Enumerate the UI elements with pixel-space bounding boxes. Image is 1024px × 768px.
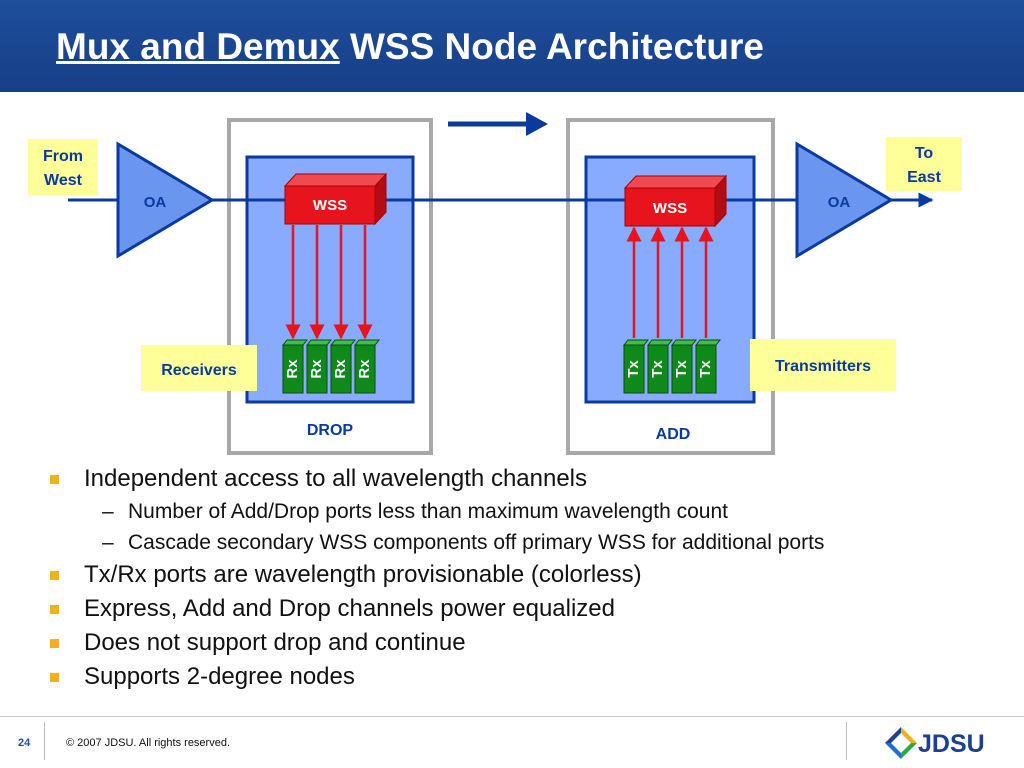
dash-marker: – xyxy=(102,531,114,554)
bullet-item: Independent access to all wavelength cha… xyxy=(46,462,1006,496)
copyright-text: © 2007 JDSU. All rights reserved. xyxy=(66,737,231,749)
bullet-item: Express, Add and Drop channels power equ… xyxy=(46,592,1006,626)
svg-text:Tx: Tx xyxy=(673,360,690,378)
svg-text:West: West xyxy=(44,172,83,189)
bullet-list: Independent access to all wavelength cha… xyxy=(46,462,1006,694)
svg-text:Receivers: Receivers xyxy=(161,362,237,379)
bullet-item: Tx/Rx ports are wavelength provisionable… xyxy=(46,558,1006,592)
svg-text:Tx: Tx xyxy=(649,360,666,378)
rx-port: Rx xyxy=(281,339,309,394)
drop-channel-arrows xyxy=(285,225,373,340)
tx-port: Tx xyxy=(670,339,698,394)
drop-label: DROP xyxy=(307,422,354,439)
from-west-callout: From West xyxy=(28,139,98,195)
wss-add-block: WSS xyxy=(623,174,728,228)
wss-node-diagram: OA OA WSS WSS Rx Rx R xyxy=(28,112,962,455)
svg-text:Rx: Rx xyxy=(308,359,325,379)
add-label: ADD xyxy=(656,426,691,443)
sub-bullet-item: –Number of Add/Drop ports less than maxi… xyxy=(46,496,1006,527)
rx-port: Rx xyxy=(305,339,333,394)
bullet-item: Does not support drop and continue xyxy=(46,626,1006,660)
tx-port: Tx xyxy=(622,339,650,394)
to-east-callout: To East xyxy=(886,137,962,191)
wss-drop-label: WSS xyxy=(313,197,347,214)
title-underlined: Mux and Demux xyxy=(56,26,340,67)
svg-text:To: To xyxy=(915,145,934,162)
amplifier-east-label: OA xyxy=(828,194,851,211)
svg-text:Tx: Tx xyxy=(625,360,642,378)
amplifier-west-icon xyxy=(116,141,215,259)
amplifier-west-label: OA xyxy=(144,194,167,211)
transmitters-callout: Transmitters xyxy=(750,339,896,391)
amplifier-east-icon xyxy=(795,141,894,259)
slide-title: Mux and Demux WSS Node Architecture xyxy=(56,26,764,68)
svg-text:Tx: Tx xyxy=(697,360,714,378)
add-channel-arrows xyxy=(626,226,714,338)
tx-port: Tx xyxy=(646,339,674,394)
jdsu-logo-icon xyxy=(885,727,917,759)
wss-add-label: WSS xyxy=(653,200,687,217)
bullet-item: Supports 2-degree nodes xyxy=(46,660,1006,694)
direction-arrow-icon xyxy=(448,112,548,136)
svg-text:East: East xyxy=(907,169,941,186)
footer-divider xyxy=(0,716,1024,717)
wss-drop-block: WSS xyxy=(283,172,388,226)
svg-text:Rx: Rx xyxy=(332,359,349,379)
svg-text:From: From xyxy=(43,148,83,165)
footer-separator xyxy=(846,722,847,760)
svg-text:Rx: Rx xyxy=(284,359,301,379)
sub-bullet-item: –Cascade secondary WSS components off pr… xyxy=(46,527,1006,558)
svg-text:Rx: Rx xyxy=(356,359,373,379)
svg-text:Transmitters: Transmitters xyxy=(775,358,871,375)
footer-separator xyxy=(44,722,45,760)
rx-port: Rx xyxy=(329,339,357,394)
title-rest: WSS Node Architecture xyxy=(339,26,764,67)
title-bar: Mux and Demux WSS Node Architecture xyxy=(0,0,1024,92)
rx-port: Rx xyxy=(353,339,381,394)
tx-port: Tx xyxy=(694,339,722,394)
logo-text: JDSU xyxy=(918,730,985,758)
dash-marker: – xyxy=(102,500,114,523)
receivers-callout: Receivers xyxy=(141,345,257,391)
page-number: 24 xyxy=(18,737,31,749)
